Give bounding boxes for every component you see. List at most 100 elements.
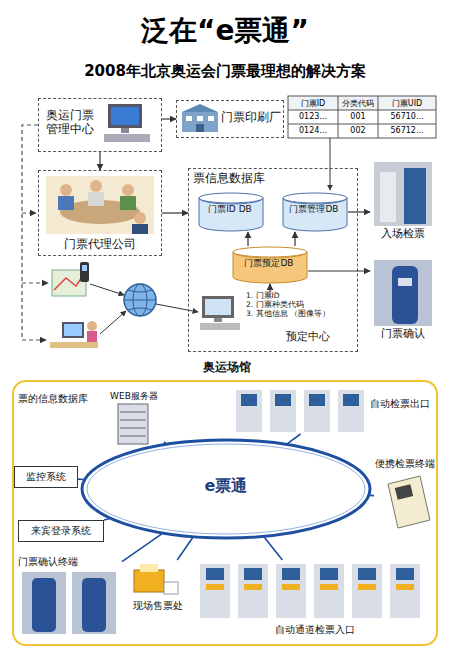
server-icon bbox=[120, 436, 146, 437]
gate-photo bbox=[374, 162, 432, 226]
exit-gates bbox=[343, 394, 359, 406]
ticket-table bbox=[288, 96, 436, 110]
table-cell: 56712... bbox=[378, 126, 436, 135]
node-text: 门票ID DB bbox=[198, 204, 262, 214]
booking-computer-icon bbox=[200, 296, 240, 330]
title-text: 泛在“e票通” bbox=[0, 12, 450, 50]
ticket-printer bbox=[134, 570, 164, 592]
entrance-gates bbox=[276, 564, 306, 618]
booking-computer-icon bbox=[200, 323, 240, 330]
table-cell: 001 bbox=[338, 112, 378, 121]
user-computer-icon bbox=[87, 321, 97, 331]
computer-icon bbox=[104, 104, 150, 142]
entrance-gates bbox=[200, 564, 420, 618]
entrance-gates bbox=[390, 564, 420, 618]
meeting-picture bbox=[46, 176, 154, 234]
left-dashed-feed bbox=[22, 212, 36, 213]
ticket-table bbox=[288, 96, 436, 138]
confirm-terminal-photos bbox=[32, 578, 56, 632]
entrance-gates bbox=[358, 584, 376, 590]
connector bbox=[269, 284, 270, 292]
photo-node: 门票确认 bbox=[370, 258, 436, 344]
entrance-gates bbox=[244, 568, 262, 580]
connector bbox=[104, 519, 109, 520]
device-node: 便携检票终端 bbox=[374, 458, 436, 536]
system-box: 监控系统 bbox=[14, 466, 78, 488]
map-phone-icon bbox=[54, 274, 84, 290]
device-node: 现场售票处 bbox=[124, 560, 192, 616]
meeting-picture bbox=[58, 196, 74, 210]
factory-icon bbox=[197, 116, 203, 121]
exit-gates bbox=[338, 390, 364, 432]
exit-gates bbox=[236, 390, 262, 432]
gate-photo bbox=[404, 168, 426, 224]
computer-icon bbox=[121, 128, 129, 133]
connector bbox=[99, 152, 100, 170]
node-text: 自动检票出口 bbox=[370, 398, 434, 410]
cylinder-top bbox=[283, 193, 347, 203]
server-icon bbox=[120, 412, 146, 413]
node-text: 现场售票处 bbox=[124, 600, 192, 612]
ticket-printer bbox=[140, 564, 158, 572]
node-text: 票信息数据库 bbox=[193, 172, 353, 186]
node-text: 门票印刷厂 bbox=[219, 111, 283, 125]
database-group: 票信息数据库门票ID DB门票管理DB门票预定DB1. 门票ID2. 门票种类代… bbox=[188, 168, 358, 352]
network-ring: e票通 bbox=[80, 438, 372, 540]
exit-gates bbox=[270, 390, 296, 432]
server-icon bbox=[120, 428, 146, 429]
connector bbox=[308, 270, 370, 271]
gate-photo bbox=[374, 260, 432, 326]
connector bbox=[294, 232, 295, 246]
globe-icon bbox=[124, 284, 156, 316]
ticket-table bbox=[378, 96, 379, 138]
left-dashed-feed bbox=[22, 125, 38, 340]
entrance-gates bbox=[396, 584, 414, 590]
table-cell: 分类代码 bbox=[338, 98, 378, 109]
node-text: 票的信息数据库 bbox=[18, 393, 104, 405]
node-text: 奥运门票 管理中心 bbox=[43, 109, 97, 137]
ticket-printer bbox=[164, 582, 178, 594]
booking-computer-icon bbox=[205, 299, 231, 315]
entrance-gates bbox=[206, 584, 224, 590]
entrance-gates bbox=[282, 584, 300, 590]
meeting-picture bbox=[134, 212, 146, 224]
factory-icon bbox=[208, 116, 214, 121]
booking-center: 1. 门票ID2. 门票种类代码3. 其他信息 （图像等）预定中心 bbox=[196, 292, 352, 350]
cylinder-top bbox=[233, 247, 307, 257]
computer-icon bbox=[108, 104, 142, 128]
system-node: 票的信息数据库 bbox=[18, 392, 104, 408]
table-cell: 0123... bbox=[288, 112, 338, 121]
booking-computer-icon bbox=[202, 296, 234, 318]
table-to-db-arrow bbox=[330, 138, 331, 190]
user-computer-icon bbox=[64, 324, 82, 336]
table-to-db-arrow bbox=[330, 138, 331, 190]
confirm-terminal-photos bbox=[82, 578, 106, 632]
network-arrows bbox=[90, 284, 124, 295]
entrance-gates bbox=[320, 584, 338, 590]
handheld-terminal bbox=[388, 476, 430, 528]
globe-icon bbox=[128, 290, 152, 310]
node-text: 预定中心 bbox=[286, 331, 350, 344]
subtitle-text: 2008年北京奥运会门票最理想的解决方案 bbox=[0, 62, 450, 81]
node-text: 来宾登录系统 bbox=[19, 525, 103, 537]
user-computer-icon bbox=[87, 331, 97, 342]
meeting-picture bbox=[88, 192, 104, 206]
meeting-picture bbox=[90, 180, 102, 192]
cylinder-top bbox=[199, 193, 263, 203]
entrance-gates bbox=[282, 568, 300, 580]
node-text: 门票确认终端 bbox=[18, 556, 122, 568]
server-icon bbox=[120, 420, 146, 421]
node-text: e票通 bbox=[80, 477, 372, 495]
node-text: 自动通道检票入口 bbox=[196, 624, 434, 636]
factory-icon bbox=[182, 104, 218, 112]
confirm-terminal-photos bbox=[72, 572, 116, 634]
computer-icon bbox=[111, 107, 139, 125]
ticket-table bbox=[288, 124, 436, 125]
table-cell: 门票UID bbox=[378, 98, 436, 109]
node-text: 门票代理公司 bbox=[39, 238, 160, 252]
map-phone-icon bbox=[82, 265, 87, 271]
left-dashed-feed bbox=[22, 125, 48, 340]
org-box: 门票代理公司 bbox=[38, 170, 162, 256]
handheld-terminal bbox=[388, 476, 430, 528]
